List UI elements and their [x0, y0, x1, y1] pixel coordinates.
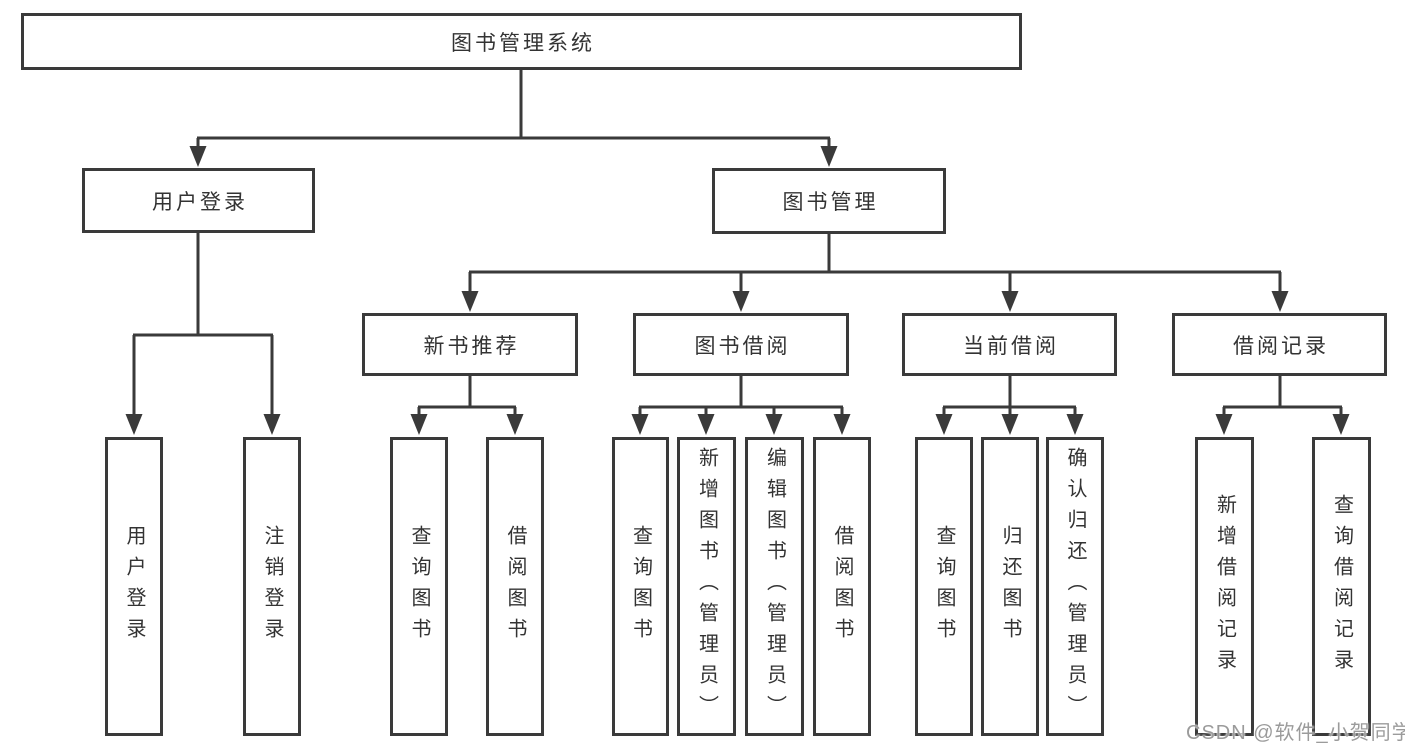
- leaf-borrow-books-borrowing: 借阅图书: [813, 437, 871, 736]
- leaf-edit-book-admin: 编辑图书（管理员）: [745, 437, 804, 736]
- leaf-borrow-books-recommend: 借阅图书: [486, 437, 544, 736]
- node-new-book-recommendation: 新书推荐: [362, 313, 578, 376]
- node-label: 新增借阅记录: [1213, 493, 1236, 680]
- leaf-confirm-return-admin: 确认归还（管理员）: [1046, 437, 1104, 736]
- node-label: 编辑图书（管理员）: [763, 447, 786, 726]
- node-label: 查询图书: [629, 524, 652, 649]
- node-label: 图书借阅: [694, 334, 791, 358]
- node-label: 当前借阅: [963, 334, 1059, 358]
- node-label: 确认归还（管理员）: [1064, 447, 1086, 726]
- leaf-user-login: 用户登录: [105, 437, 163, 736]
- node-label: 图书管理: [782, 191, 879, 214]
- node-label: 用户登录: [152, 190, 248, 214]
- node-label: 注销登录: [261, 524, 283, 649]
- node-book-management: 图书管理: [712, 168, 946, 234]
- csdn-watermark: CSDN @软件_小贺同学: [1186, 722, 1405, 744]
- node-label: 新书推荐: [423, 334, 520, 358]
- node-current-borrowing: 当前借阅: [902, 313, 1117, 376]
- node-label: 借阅图书: [831, 524, 853, 649]
- node-label: 归还图书: [999, 524, 1021, 649]
- leaf-query-books-recommend: 查询图书: [390, 437, 448, 736]
- leaf-add-book-admin: 新增图书（管理员）: [677, 437, 736, 736]
- node-label: 用户登录: [123, 524, 145, 649]
- node-user-login: 用户登录: [82, 168, 315, 233]
- leaf-query-books-current: 查询图书: [915, 437, 973, 736]
- leaf-query-books-borrowing: 查询图书: [612, 437, 669, 736]
- node-label: 图书管理系统: [451, 31, 595, 55]
- node-label: 借阅记录: [1233, 334, 1329, 358]
- node-label: 借阅图书: [504, 524, 526, 649]
- node-library-management-system: 图书管理系统: [21, 13, 1022, 70]
- leaf-logout: 注销登录: [243, 437, 301, 736]
- leaf-return-books: 归还图书: [981, 437, 1039, 736]
- node-book-borrowing: 图书借阅: [633, 313, 849, 376]
- node-label: 新增图书（管理员）: [695, 447, 718, 726]
- node-borrowing-records: 借阅记录: [1172, 313, 1387, 376]
- node-label: 查询借阅记录: [1330, 493, 1353, 680]
- leaf-query-borrow-record: 查询借阅记录: [1312, 437, 1371, 736]
- node-label: 查询图书: [933, 524, 955, 649]
- leaf-add-borrow-record: 新增借阅记录: [1195, 437, 1254, 736]
- node-label: 查询图书: [408, 524, 430, 649]
